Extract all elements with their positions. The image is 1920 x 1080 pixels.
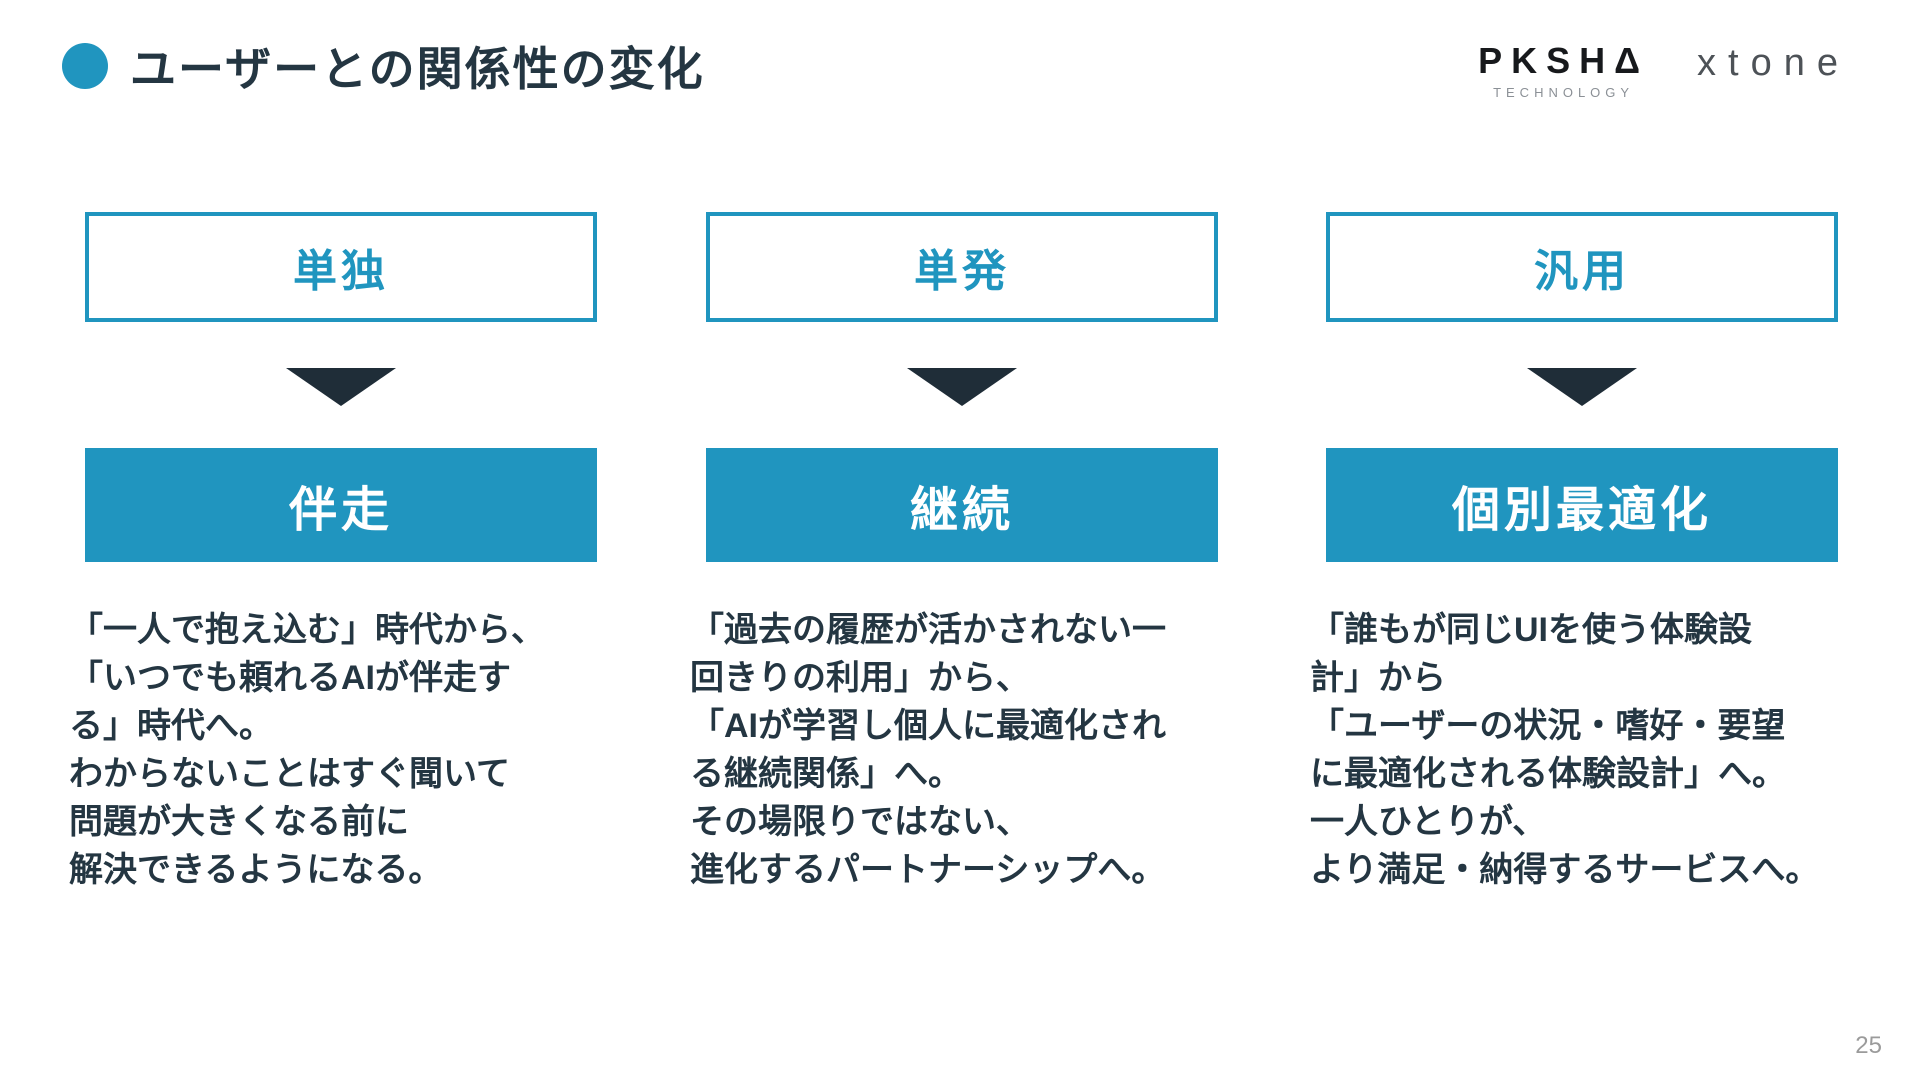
column-description-2: 「過去の履歴が活かされない一 回きりの利用」から、 「AIが学習し個人に最適化さ… <box>690 611 1166 889</box>
title-bullet-icon <box>62 43 108 89</box>
before-state-box-1: 単独 <box>85 212 597 322</box>
column-standalone: 単独 伴走 「一人で抱え込む」時代から、 「いつでも頼れるAIが伴走す る」時代… <box>69 212 597 894</box>
before-state-label-2: 単発 <box>914 247 1010 296</box>
column-description-1: 「一人で抱え込む」時代から、 「いつでも頼れるAIが伴走す る」時代へ。 わから… <box>69 611 545 889</box>
before-state-box-2: 単発 <box>706 212 1218 322</box>
after-state-box-3: 個別最適化 <box>1326 448 1838 562</box>
xtone-logo: xtone <box>1697 42 1850 84</box>
after-state-box-2: 継続 <box>706 448 1218 562</box>
column-description-3: 「誰もが同じUIを使う体験設 計」から 「ユーザーの状況・嗜好・要望 に最適化さ… <box>1310 611 1820 889</box>
logo-group: PKSHΔ TECHNOLOGY xtone <box>1478 40 1850 100</box>
page-number: 25 <box>1855 1032 1882 1059</box>
column-oneoff: 単発 継続 「過去の履歴が活かされない一 回きりの利用」から、 「AIが学習し個… <box>690 212 1218 894</box>
after-state-label-1: 伴走 <box>288 484 393 537</box>
before-state-label-3: 汎用 <box>1534 247 1630 296</box>
after-state-label-3: 個別最適化 <box>1451 484 1712 537</box>
pksha-logo-subtext: TECHNOLOGY <box>1493 85 1635 100</box>
column-generic: 汎用 個別最適化 「誰もが同じUIを使う体験設 計」から 「ユーザーの状況・嗜好… <box>1310 212 1838 894</box>
down-arrow-icon-2 <box>907 368 1017 406</box>
after-state-box-1: 伴走 <box>85 448 597 562</box>
pksha-logo-text: PKSHΔ <box>1478 40 1650 81</box>
pksha-technology-logo: PKSHΔ TECHNOLOGY <box>1478 40 1649 100</box>
before-state-label-1: 単独 <box>293 247 389 296</box>
before-state-box-3: 汎用 <box>1326 212 1838 322</box>
slide-header: ユーザーとの関係性の変化 <box>62 33 705 99</box>
after-state-label-2: 継続 <box>909 484 1014 537</box>
down-arrow-icon-1 <box>286 368 396 406</box>
down-arrow-icon-3 <box>1527 368 1637 406</box>
page-title: ユーザーとの関係性の変化 <box>130 43 705 95</box>
